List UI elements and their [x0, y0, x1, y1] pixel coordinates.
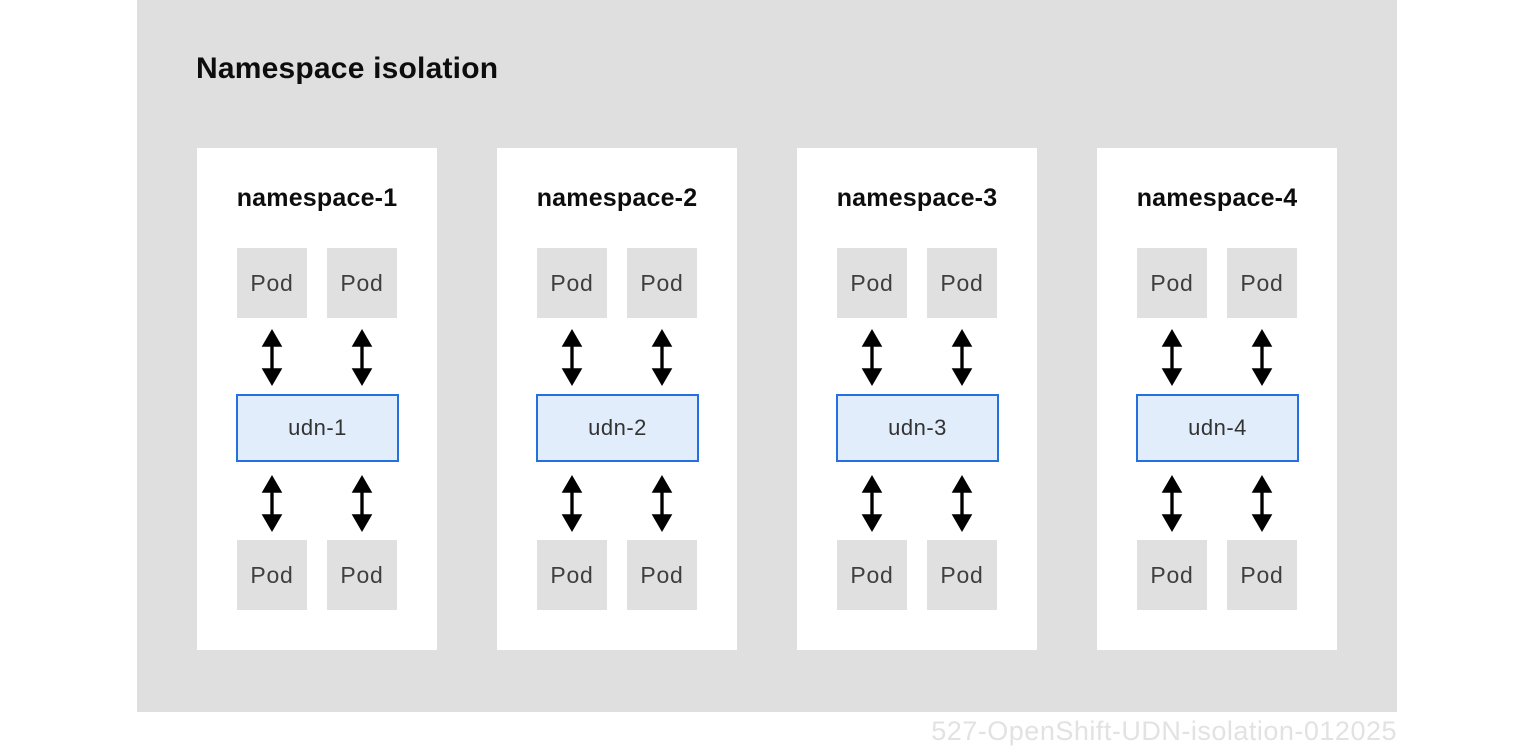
pod-box: Pod: [327, 540, 397, 610]
pod-box: Pod: [927, 248, 997, 318]
udn-box: udn-3: [836, 394, 999, 462]
diagram-canvas: Namespace isolation namespace-1 Pod Pod …: [137, 0, 1397, 712]
bidirectional-arrow-icon: [1251, 475, 1273, 532]
pod-box: Pod: [237, 540, 307, 610]
image-watermark: 527-OpenShift-UDN-isolation-012025: [931, 716, 1397, 746]
udn-box: udn-2: [536, 394, 699, 462]
bidirectional-arrow-icon: [861, 329, 883, 386]
bidirectional-arrow-icon: [351, 329, 373, 386]
pod-box: Pod: [1227, 540, 1297, 610]
namespace-title: namespace-3: [836, 184, 998, 212]
bidirectional-arrow-icon: [861, 475, 883, 532]
udn-box: udn-1: [236, 394, 399, 462]
namespace-panel-1: namespace-1 Pod Pod udn-1 Pod Pod: [197, 148, 437, 650]
namespace-panel-2: namespace-2 Pod Pod udn-2 Pod Pod: [497, 148, 737, 650]
namespace-title: namespace-4: [1136, 184, 1298, 212]
bidirectional-arrow-icon: [561, 475, 583, 532]
namespace-panel-3: namespace-3 Pod Pod udn-3 Pod Pod: [797, 148, 1037, 650]
pod-box: Pod: [537, 248, 607, 318]
namespace-panel-4: namespace-4 Pod Pod udn-4 Pod Pod: [1097, 148, 1337, 650]
pod-box: Pod: [537, 540, 607, 610]
namespace-title: namespace-2: [536, 184, 698, 212]
bidirectional-arrow-icon: [261, 475, 283, 532]
namespace-title: namespace-1: [236, 184, 398, 212]
pod-box: Pod: [627, 248, 697, 318]
bidirectional-arrow-icon: [651, 475, 673, 532]
bidirectional-arrow-icon: [1161, 475, 1183, 532]
pod-box: Pod: [837, 540, 907, 610]
pod-box: Pod: [837, 248, 907, 318]
pod-box: Pod: [1137, 540, 1207, 610]
bidirectional-arrow-icon: [261, 329, 283, 386]
bidirectional-arrow-icon: [561, 329, 583, 386]
bidirectional-arrow-icon: [1161, 329, 1183, 386]
bidirectional-arrow-icon: [1251, 329, 1273, 386]
pod-box: Pod: [927, 540, 997, 610]
udn-box: udn-4: [1136, 394, 1299, 462]
pod-box: Pod: [1137, 248, 1207, 318]
pod-box: Pod: [237, 248, 307, 318]
bidirectional-arrow-icon: [351, 475, 373, 532]
bidirectional-arrow-icon: [951, 475, 973, 532]
diagram-title: Namespace isolation: [196, 52, 499, 85]
bidirectional-arrow-icon: [951, 329, 973, 386]
pod-box: Pod: [627, 540, 697, 610]
pod-box: Pod: [327, 248, 397, 318]
bidirectional-arrow-icon: [651, 329, 673, 386]
pod-box: Pod: [1227, 248, 1297, 318]
